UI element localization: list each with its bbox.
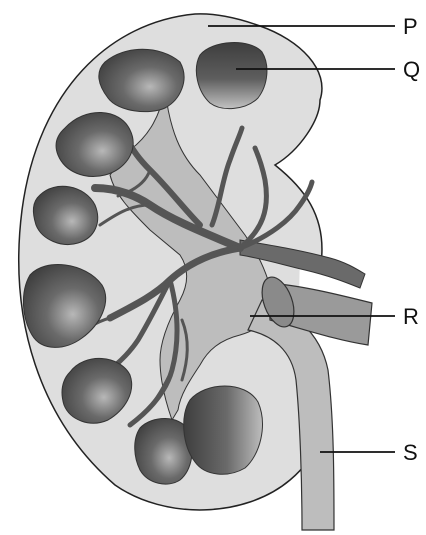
pyramid-q xyxy=(196,43,267,109)
label-p: P xyxy=(403,14,418,39)
pyramid-7 xyxy=(184,386,263,474)
pyramid-3 xyxy=(33,186,97,244)
pyramid-1 xyxy=(99,49,184,111)
label-r: R xyxy=(403,304,419,329)
label-q: Q xyxy=(403,57,420,82)
label-s: S xyxy=(403,440,418,465)
